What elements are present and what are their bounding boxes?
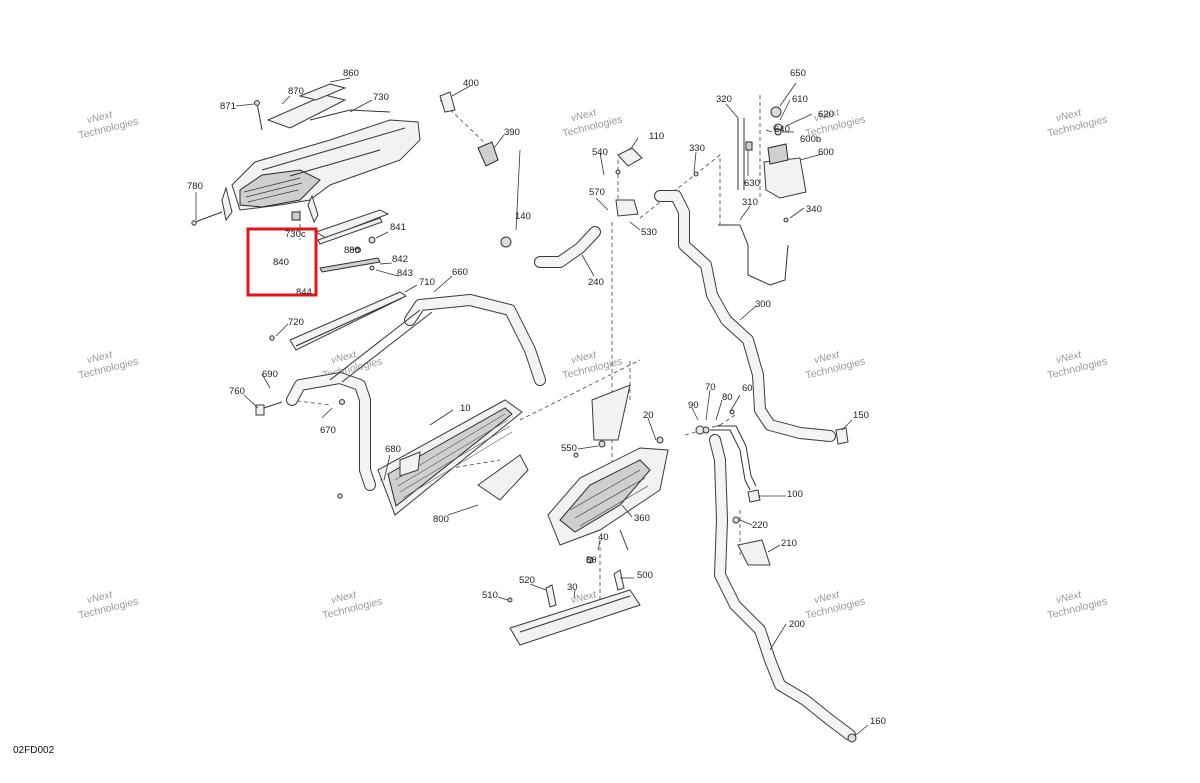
part-label: 780 bbox=[187, 181, 203, 192]
hose-80 bbox=[710, 425, 757, 491]
part-label: 630 bbox=[744, 178, 760, 189]
hood-cover-assembly bbox=[191, 83, 421, 226]
highlight-box bbox=[246, 227, 318, 297]
part-label: 110 bbox=[649, 131, 664, 142]
tube-frame-660 bbox=[255, 291, 546, 499]
part-label: 841 bbox=[390, 222, 406, 233]
part-label: 730c bbox=[285, 229, 306, 240]
part-label: 70 bbox=[705, 382, 716, 393]
part-label: 200 bbox=[789, 619, 805, 630]
part-label: 100 bbox=[787, 489, 803, 500]
part-label: 500 bbox=[637, 570, 653, 581]
part-label: 40 bbox=[598, 532, 609, 543]
part-label: 140 bbox=[515, 211, 531, 222]
part-label: 720 bbox=[288, 317, 304, 328]
part-label: 640 bbox=[774, 124, 790, 135]
part-label: 330 bbox=[689, 143, 705, 154]
part-label: 80 bbox=[722, 392, 733, 403]
part-label: 680 bbox=[385, 444, 401, 455]
part-label: 340 bbox=[806, 204, 822, 215]
part-label: 871 bbox=[220, 101, 236, 112]
part-label: 710 bbox=[419, 277, 435, 288]
part-label: 20 bbox=[643, 410, 654, 421]
part-label: 510 bbox=[482, 590, 498, 601]
part-label: 570 bbox=[589, 187, 605, 198]
part-label: 670 bbox=[320, 425, 336, 436]
part-label: 240 bbox=[588, 277, 604, 288]
part-label: 730 bbox=[373, 92, 389, 103]
part-label: 310 bbox=[742, 197, 758, 208]
part-label: 844 bbox=[296, 287, 312, 298]
hose-300 bbox=[654, 190, 849, 445]
part-label: 530 bbox=[641, 227, 657, 238]
mount-plate-30 bbox=[509, 569, 641, 646]
part-label: 800 bbox=[433, 514, 449, 525]
part-label: 50 bbox=[586, 555, 597, 566]
part-label: 610 bbox=[792, 94, 808, 105]
radiator-10 bbox=[377, 399, 529, 516]
fan-assembly-20 bbox=[547, 384, 669, 551]
diagram-id-code: 02FD002 bbox=[13, 745, 55, 756]
part-label: 160 bbox=[870, 716, 886, 727]
bracket-841-assembly bbox=[314, 209, 390, 273]
part-label: 400 bbox=[463, 78, 479, 89]
part-label: 600b bbox=[800, 134, 821, 145]
part-label: 760 bbox=[229, 386, 245, 397]
part-label: 300 bbox=[755, 299, 771, 310]
overflow-hose-310 bbox=[718, 118, 789, 286]
small-fittings bbox=[507, 147, 771, 603]
part-label: 620 bbox=[818, 109, 834, 120]
coolant-tank-600 bbox=[745, 106, 807, 223]
clip-400-390 bbox=[439, 91, 499, 167]
part-label: 690 bbox=[262, 369, 278, 380]
part-labels: 860 870 871 730 400 390 780 730c 841 880… bbox=[187, 68, 886, 727]
part-label: 210 bbox=[781, 538, 797, 549]
part-label: 320 bbox=[716, 94, 732, 105]
part-label: 650 bbox=[790, 68, 806, 79]
part-label: 10 bbox=[460, 403, 471, 414]
part-label: 60 bbox=[742, 383, 753, 394]
part-label: 390 bbox=[504, 127, 520, 138]
part-label: 150 bbox=[853, 410, 869, 421]
hose-240 bbox=[500, 199, 639, 268]
part-label: 860 bbox=[343, 68, 359, 79]
hose-200 bbox=[709, 434, 857, 743]
part-label: 842 bbox=[392, 254, 408, 265]
part-label: 840 bbox=[273, 257, 289, 268]
part-label: 880 bbox=[344, 245, 360, 256]
part-label: 870 bbox=[288, 86, 304, 97]
leader-lines bbox=[195, 77, 869, 736]
part-label: 90 bbox=[688, 400, 699, 411]
part-label: 30 bbox=[567, 582, 578, 593]
part-label: 520 bbox=[519, 575, 535, 586]
part-label: 600 bbox=[818, 147, 834, 158]
part-label: 220 bbox=[752, 520, 768, 531]
part-label: 360 bbox=[634, 513, 650, 524]
part-label: 843 bbox=[397, 268, 413, 279]
part-label: 540 bbox=[592, 147, 608, 158]
part-label: 550 bbox=[561, 443, 577, 454]
part-label: 660 bbox=[452, 267, 468, 278]
